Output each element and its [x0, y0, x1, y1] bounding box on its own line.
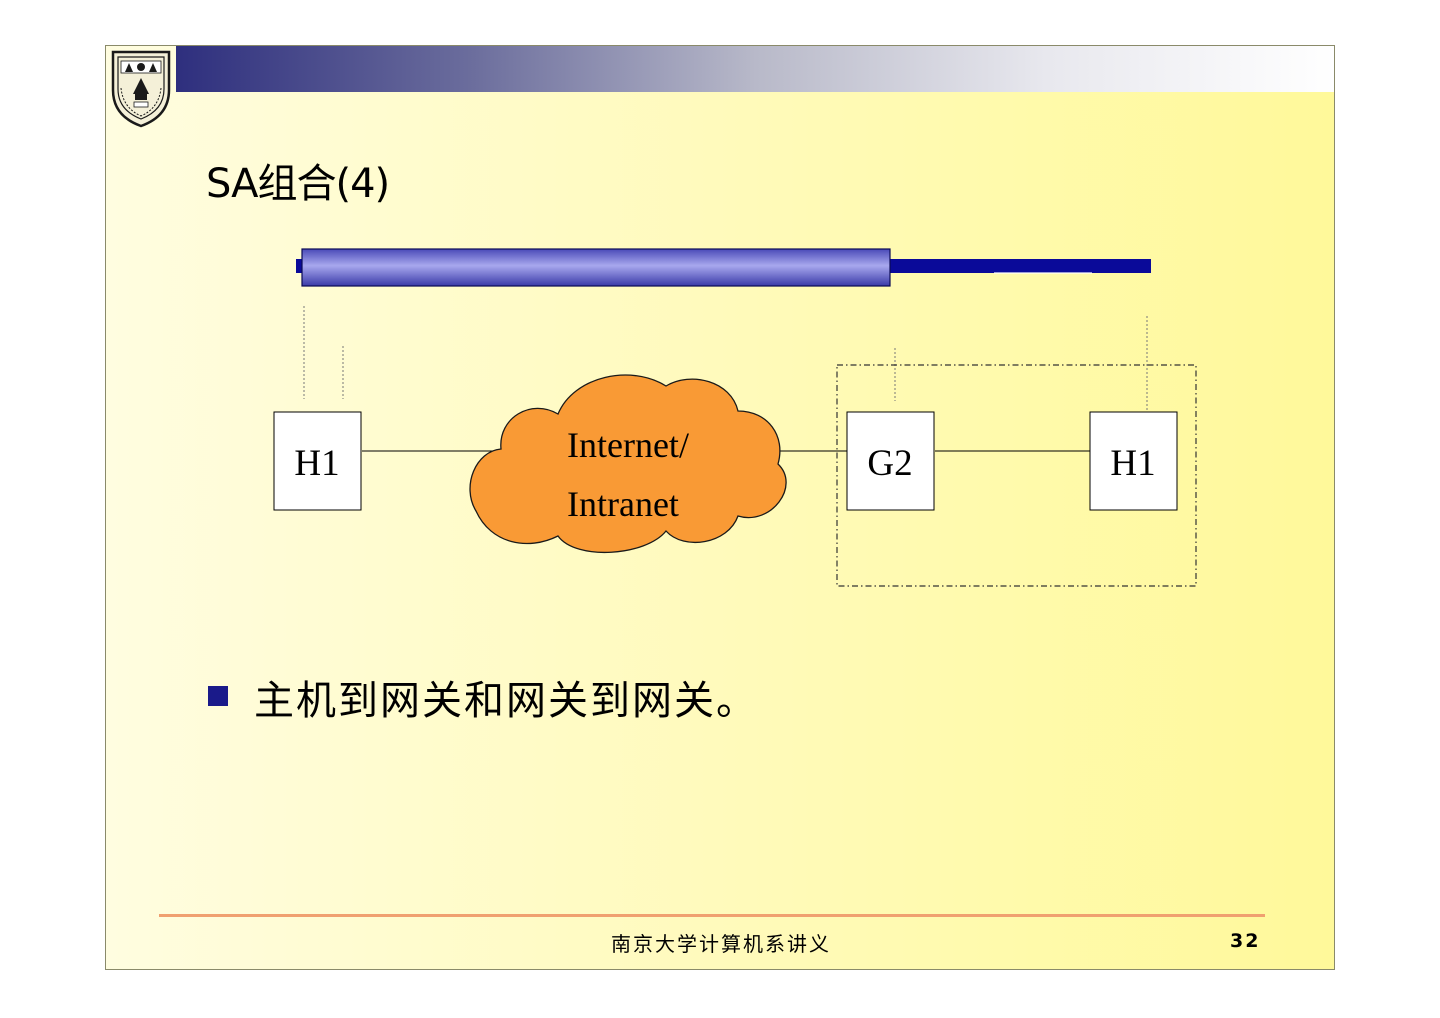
inner-sa-tunnel [301, 248, 891, 287]
node-right-host-label: H1 [1110, 443, 1155, 484]
node-left-host-label: H1 [294, 443, 339, 484]
footer-text: 南京大学计算机系讲义 [611, 932, 831, 956]
cloud-label-line1: Internet/ [567, 425, 689, 465]
node-left-host: H1 [273, 411, 362, 511]
page-number: 32 [1230, 930, 1261, 952]
sa-endpoint-lines [303, 306, 1148, 411]
sa-combination-diagram: Internet/ Intranet H1 G2 H1 [273, 248, 1197, 587]
header-bar [176, 46, 1334, 92]
internet-cloud: Internet/ Intranet [469, 374, 787, 553]
bullet-text: 主机到网关和网关到网关。 [254, 678, 758, 724]
node-right-host: H1 [1089, 411, 1178, 511]
node-gateway: G2 [846, 411, 935, 511]
security-domain-boundary [836, 364, 1197, 587]
cloud-label-line2: Intranet [567, 484, 679, 524]
university-crest-icon [111, 50, 171, 128]
slide: SA组合(4) [105, 45, 1335, 970]
square-bullet-icon [208, 686, 228, 706]
node-gateway-label: G2 [867, 443, 912, 484]
footer-divider [159, 914, 1265, 917]
slide-title: SA组合(4) [206, 161, 390, 207]
